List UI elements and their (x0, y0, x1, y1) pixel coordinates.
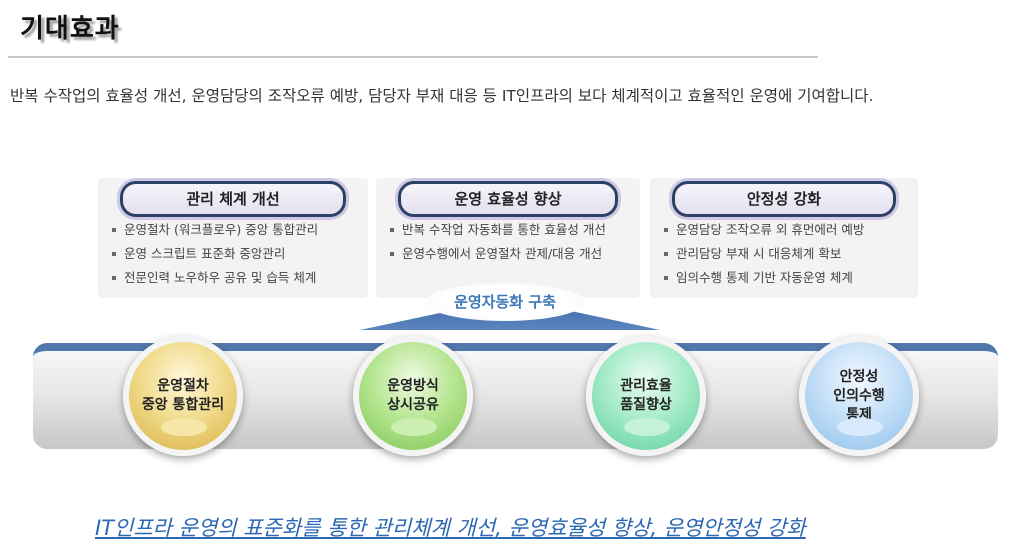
circle-text: 중앙 통합관리 (141, 397, 225, 413)
intro-text: 반복 수작업의 효율성 개선, 운영담당의 조작오류 예방, 담당자 부재 대응… (10, 87, 874, 105)
list-item-text: 관리담당 부재 시 대응체계 확보 (676, 246, 842, 261)
panel-efficiency: 운영 효율성 향상 반복 수작업 자동화를 통한 효율성 개선 운영수행에서 운… (376, 178, 640, 298)
circle-highlight (391, 418, 437, 436)
bullet-icon (112, 275, 116, 280)
panel-efficiency-heading: 운영 효율성 향상 (398, 181, 618, 217)
list-item: 운영 스크립트 표준화 중앙관리 (106, 242, 364, 266)
circle-text: 품질향상 (620, 397, 672, 413)
circle-text: 안정성 (839, 368, 879, 385)
circle-text: 상시공유 (387, 397, 439, 413)
circle-text: 운영절차 (157, 378, 209, 394)
panel-stability-list: 운영담당 조작오류 외 휴먼에러 예방 관리담당 부재 시 대응체계 확보 임의… (658, 218, 914, 290)
list-item-text: 전문인력 노우하우 공유 및 습득 체계 (124, 270, 317, 285)
list-item-text: 반복 수작업 자동화를 통한 효율성 개선 (402, 222, 606, 237)
list-item-text: 임의수행 통제 기반 자동운영 체계 (676, 270, 853, 285)
page-title: 기대효과 (20, 14, 120, 44)
list-item: 반복 수작업 자동화를 통한 효율성 개선 (384, 218, 636, 242)
bullet-icon (664, 227, 668, 232)
bullet-icon (390, 227, 394, 232)
list-item: 운영절차 (워크플로우) 중앙 통합관리 (106, 218, 364, 242)
list-item-text: 운영절차 (워크플로우) 중앙 통합관리 (124, 222, 319, 237)
list-item: 전문인력 노우하우 공유 및 습득 체계 (106, 266, 364, 290)
panel-stability: 안정성 강화 운영담당 조작오류 외 휴먼에러 예방 관리담당 부재 시 대응체… (650, 178, 918, 298)
summary-footer: IT인프라 운영의 표준화를 통한 관리체계 개선, 운영효율성 향상, 운영안… (95, 516, 806, 540)
title-divider (8, 56, 818, 58)
bullet-icon (390, 251, 394, 256)
circle-procedure: 운영절차 중앙 통합관리 (123, 336, 243, 456)
list-item: 운영담당 조작오류 외 휴먼에러 예방 (658, 218, 914, 242)
panel-management-list: 운영절차 (워크플로우) 중앙 통합관리 운영 스크립트 표준화 중앙관리 전문… (106, 218, 364, 290)
bullet-icon (112, 251, 116, 256)
arrow-label: 운영자동화 구축 (425, 283, 585, 321)
circle-text: 인의수행 (833, 387, 885, 404)
list-item-text: 운영 스크립트 표준화 중앙관리 (124, 246, 286, 261)
bullet-icon (112, 227, 116, 232)
list-item-text: 운영담당 조작오류 외 휴먼에러 예방 (676, 222, 865, 237)
bullet-icon (664, 275, 668, 280)
list-item: 운영수행에서 운영절차 관제/대응 개선 (384, 242, 636, 266)
circle-highlight (624, 418, 670, 436)
circle-text: 운영방식 (387, 378, 439, 394)
circle-sharing: 운영방식 상시공유 (353, 336, 473, 456)
panel-management: 관리 체계 개선 운영절차 (워크플로우) 중앙 통합관리 운영 스크립트 표준… (98, 178, 368, 298)
list-item: 임의수행 통제 기반 자동운영 체계 (658, 266, 914, 290)
circle-text: 관리효율 (620, 378, 672, 394)
list-item: 관리담당 부재 시 대응체계 확보 (658, 242, 914, 266)
bullet-icon (664, 251, 668, 256)
panel-efficiency-list: 반복 수작업 자동화를 통한 효율성 개선 운영수행에서 운영절차 관제/대응 … (384, 218, 636, 266)
panel-stability-heading: 안정성 강화 (672, 181, 896, 217)
list-item-text: 운영수행에서 운영절차 관제/대응 개선 (402, 246, 603, 261)
circle-highlight (161, 418, 207, 436)
circle-highlight (837, 418, 883, 436)
panel-management-heading: 관리 체계 개선 (120, 181, 346, 217)
circle-stability: 안정성 인의수행 통제 (799, 336, 919, 456)
circle-quality: 관리효율 품질향상 (586, 336, 706, 456)
